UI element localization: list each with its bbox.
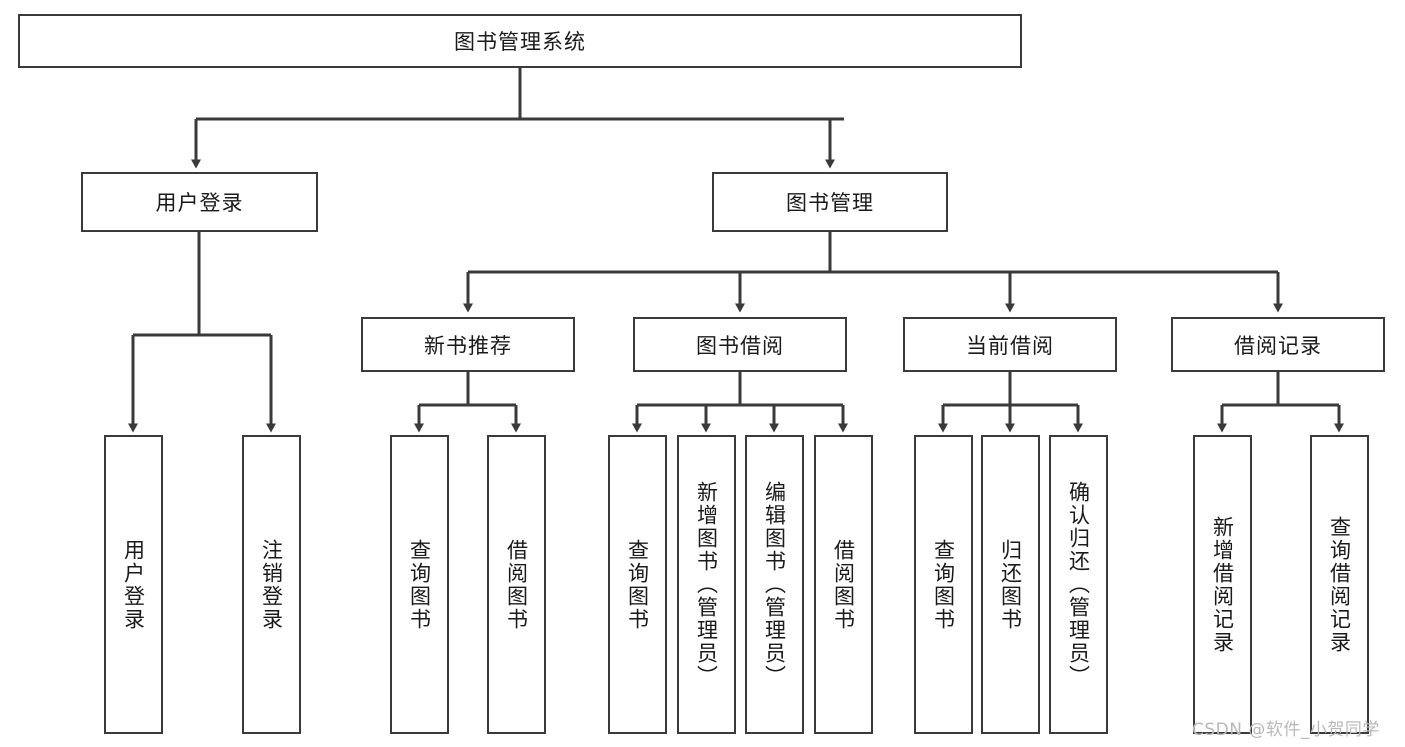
leaf-borrow-book-1[interactable]: 借阅图书: [487, 435, 546, 734]
leaf-query-book-1-label: 查询图书: [407, 538, 432, 631]
leaf-query-book-3[interactable]: 查询图书: [914, 435, 973, 734]
leaf-query-book-3-label: 查询图书: [931, 538, 956, 631]
leaf-query-book-2-label: 查询图书: [625, 538, 650, 631]
node-current-borrow-label: 当前借阅: [966, 333, 1054, 358]
leaf-borrow-book-2-label: 借阅图书: [831, 538, 856, 631]
node-borrow-record[interactable]: 借阅记录: [1171, 317, 1385, 372]
leaf-query-record[interactable]: 查询借阅记录: [1310, 435, 1369, 734]
node-borrow-record-label: 借阅记录: [1234, 333, 1322, 358]
node-new-book-rec-label: 新书推荐: [424, 333, 512, 358]
leaf-add-book-label: 新增图书（管理员）: [694, 481, 719, 688]
leaf-query-book-1[interactable]: 查询图书: [390, 435, 449, 734]
node-root[interactable]: 图书管理系统: [18, 14, 1022, 68]
leaf-confirm-return-label: 确认归还（管理员）: [1066, 481, 1091, 688]
leaf-add-record-label: 新增借阅记录: [1210, 515, 1235, 654]
node-new-book-rec[interactable]: 新书推荐: [361, 317, 575, 372]
leaf-borrow-book-2[interactable]: 借阅图书: [814, 435, 873, 734]
node-book-borrow[interactable]: 图书借阅: [633, 317, 847, 372]
leaf-edit-book[interactable]: 编辑图书（管理员）: [745, 435, 804, 734]
leaf-logout[interactable]: 注销登录: [242, 435, 301, 734]
node-book-manage[interactable]: 图书管理: [712, 172, 948, 232]
leaf-add-book[interactable]: 新增图书（管理员）: [677, 435, 736, 734]
leaf-return-book[interactable]: 归还图书: [981, 435, 1040, 734]
node-book-manage-label: 图书管理: [786, 191, 874, 215]
csdn-watermark: CSDN @软件_小贺同学: [1192, 720, 1380, 740]
leaf-user-login-label: 用户登录: [121, 538, 146, 631]
node-user-login[interactable]: 用户登录: [81, 172, 318, 232]
node-current-borrow[interactable]: 当前借阅: [903, 317, 1117, 372]
node-root-label: 图书管理系统: [454, 30, 586, 54]
leaf-edit-book-label: 编辑图书（管理员）: [762, 481, 787, 688]
leaf-query-book-2[interactable]: 查询图书: [608, 435, 667, 734]
leaf-query-record-label: 查询借阅记录: [1327, 515, 1352, 654]
node-user-login-label: 用户登录: [155, 191, 244, 215]
leaf-add-record[interactable]: 新增借阅记录: [1193, 435, 1252, 734]
leaf-confirm-return[interactable]: 确认归还（管理员）: [1049, 435, 1108, 734]
leaf-user-login[interactable]: 用户登录: [104, 435, 163, 734]
leaf-borrow-book-1-label: 借阅图书: [504, 538, 529, 631]
node-book-borrow-label: 图书借阅: [696, 333, 784, 358]
leaf-return-book-label: 归还图书: [998, 538, 1023, 631]
leaf-logout-label: 注销登录: [259, 538, 284, 631]
